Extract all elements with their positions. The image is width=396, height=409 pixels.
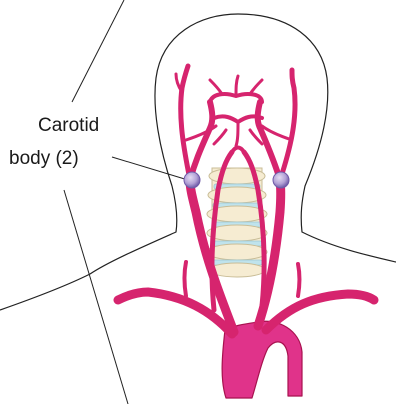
basilar-artery (232, 148, 244, 153)
leader-line-carotid (112, 157, 188, 180)
posterior-cerebral-branches (214, 122, 262, 146)
left-internal-carotid (190, 102, 212, 180)
vertebra (207, 244, 267, 265)
circle-of-willis (210, 94, 262, 122)
thyrocervical-trunk-right (298, 264, 300, 296)
thyrocervical-trunk-left (185, 262, 187, 296)
left-facial-branch (186, 126, 216, 140)
carotid-body-label-line1: Carotid (38, 115, 99, 137)
left-external-carotid (181, 66, 190, 180)
right-external-carotid (280, 70, 295, 180)
leader-lines (64, 0, 188, 404)
carotid-body-left (184, 172, 200, 188)
carotid-body-label-line2: body (2) (9, 148, 79, 170)
carotid-body-right (273, 172, 289, 188)
leader-line-top (72, 0, 124, 102)
